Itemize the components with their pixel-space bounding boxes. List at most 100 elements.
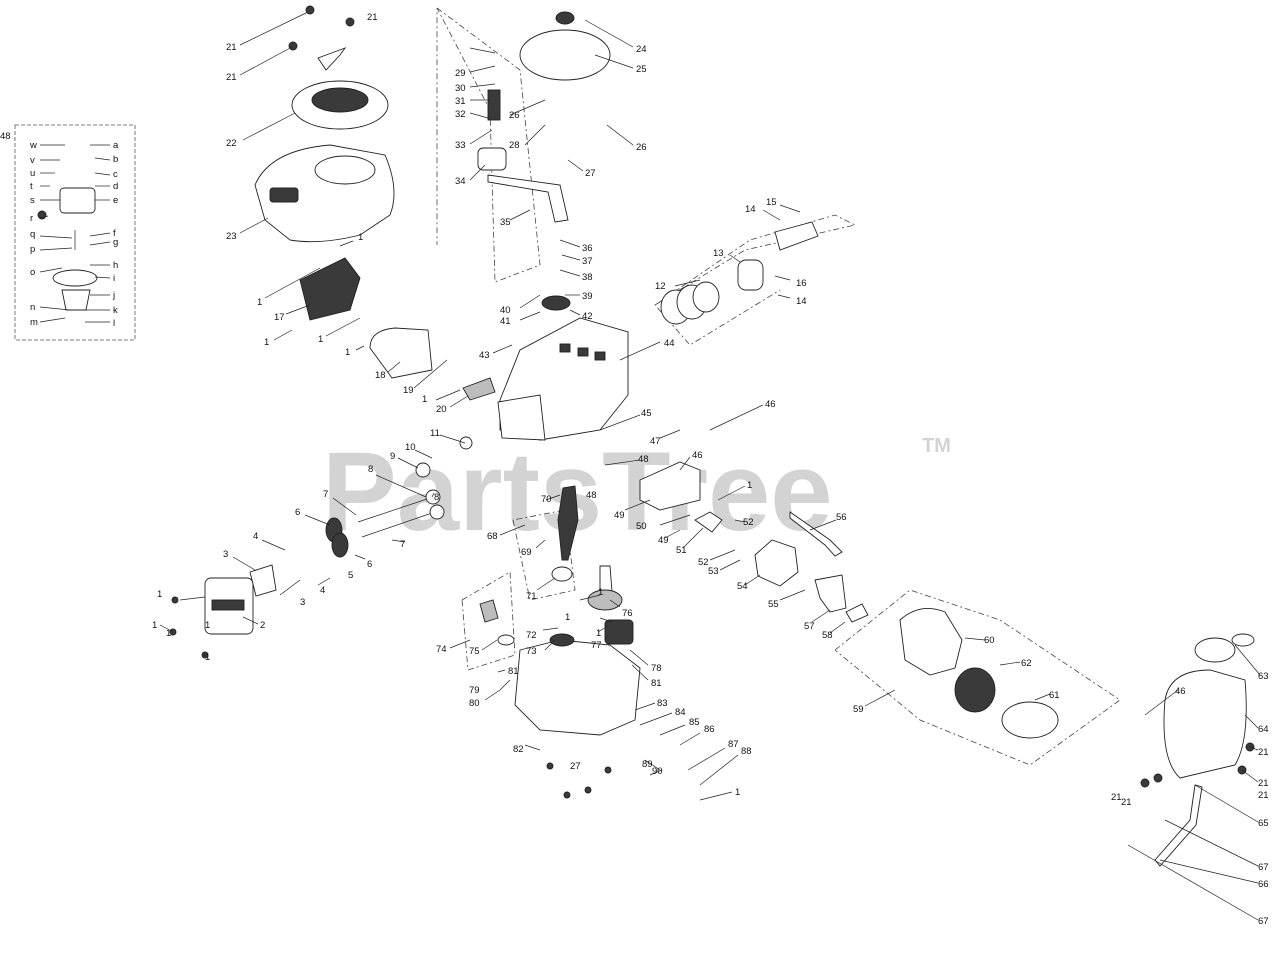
- valve-stem-1: [357, 497, 431, 523]
- callout-label: n: [30, 302, 35, 313]
- callout-label: 19: [403, 385, 414, 396]
- callout-label: w: [29, 140, 37, 151]
- callout-label: 67: [1258, 916, 1269, 927]
- oil-fill-plug: [604, 619, 634, 645]
- bolt-13: [584, 786, 592, 794]
- callout-label: 47: [650, 436, 661, 447]
- callout-label: f: [113, 228, 116, 239]
- callout-label: 9: [390, 451, 395, 462]
- callout-label: 1: [318, 334, 323, 345]
- callout-label: 88: [741, 746, 752, 757]
- group-outline-spark: [461, 571, 516, 671]
- callout-label: 15: [766, 197, 777, 208]
- air-shroud: [299, 257, 361, 321]
- callout-label: 26: [509, 110, 520, 121]
- callout-label: 87: [728, 739, 739, 750]
- callout-label: 24: [636, 44, 647, 55]
- callout-label: 1: [166, 628, 171, 639]
- callout-label: 78: [651, 663, 662, 674]
- callout-label: 5: [348, 570, 353, 581]
- callout-label: 77: [591, 640, 602, 651]
- callout-label: 27: [585, 168, 596, 179]
- callout-label: 56: [836, 512, 847, 523]
- callout-label: 26: [636, 142, 647, 153]
- kit-carb-body: [59, 187, 96, 214]
- callout-label: 1: [157, 589, 162, 600]
- bolt-2: [345, 17, 355, 27]
- bolt-12: [563, 791, 571, 799]
- callout-label: r: [30, 213, 33, 224]
- breather-cover: [639, 461, 701, 511]
- callout-label: 52: [698, 557, 709, 568]
- kit-bowl-gasket: [52, 269, 98, 287]
- bolt-8: [171, 596, 179, 604]
- callout-label: t: [30, 181, 33, 192]
- callout-label: 14: [796, 296, 807, 307]
- callout-label: 4: [320, 585, 325, 596]
- group-outline-flywheel: [436, 7, 541, 283]
- crankshaft: [557, 485, 579, 561]
- callout-label: 65: [1258, 818, 1269, 829]
- seal: [541, 295, 571, 311]
- callout-label: 81: [651, 678, 662, 689]
- callout-label: 71: [526, 591, 537, 602]
- coil-bracket: [487, 89, 501, 121]
- bolt-3: [288, 41, 298, 51]
- callout-label: 16: [796, 278, 807, 289]
- callout-label: a: [113, 140, 119, 151]
- callout-label: 7: [323, 489, 328, 500]
- callout-label: 36: [582, 243, 593, 254]
- valve-keeper-1: [415, 462, 431, 478]
- callout-label: 21: [226, 72, 237, 83]
- callout-label: 44: [664, 338, 675, 349]
- callout-label: 49: [614, 510, 625, 521]
- callout-label: 46: [1175, 686, 1186, 697]
- callout-label: 49: [658, 535, 669, 546]
- callout-label: 61: [1049, 690, 1060, 701]
- callout-label: 1: [205, 620, 210, 631]
- air-filter-element: [954, 667, 996, 713]
- callout-label: 46: [692, 450, 703, 461]
- callout-label: 48: [638, 454, 649, 465]
- sump-seal: [549, 633, 575, 647]
- piston: [737, 259, 764, 291]
- callout-label: 41: [500, 316, 511, 327]
- callout-label: 29: [455, 68, 466, 79]
- bolt-14: [604, 766, 612, 774]
- callout-label: 64: [1258, 724, 1269, 735]
- bolt-7: [1140, 778, 1150, 788]
- callout-label: 1: [358, 232, 363, 243]
- callout-label: 67: [1258, 862, 1269, 873]
- blower-badge: [269, 187, 299, 203]
- callout-label: p: [30, 244, 35, 255]
- callout-label: 1: [205, 652, 210, 663]
- callout-label: 42: [582, 311, 593, 322]
- group-outline-crank: [512, 509, 576, 601]
- callout-label: 4: [253, 531, 258, 542]
- callout-label: 21: [1121, 797, 1132, 808]
- watermark-text: PartsTree: [322, 429, 833, 554]
- air-filter-housing: [899, 607, 963, 676]
- callout-label: 14: [745, 204, 756, 215]
- callout-label: 1: [345, 347, 350, 358]
- callout-label: 1: [257, 297, 262, 308]
- callout-label: 52: [743, 517, 754, 528]
- callout-label: 57: [804, 621, 815, 632]
- blower-intake: [314, 155, 376, 185]
- kit-float-bowl: [61, 289, 91, 311]
- callout-label: v: [30, 155, 35, 166]
- callout-label: 1: [735, 787, 740, 798]
- bolt-1: [305, 5, 315, 15]
- callout-label: 27: [570, 761, 581, 772]
- callout-label: 7: [400, 539, 405, 550]
- fuel-line: [1154, 784, 1203, 867]
- callout-label: 70: [541, 494, 552, 505]
- callout-label: 73: [526, 646, 537, 657]
- callout-label: 1: [747, 480, 752, 491]
- callout-label: 35: [500, 217, 511, 228]
- callout-label: 63: [1258, 671, 1269, 682]
- callout-label: 79: [469, 685, 480, 696]
- callout-label: 21: [1258, 790, 1269, 801]
- callout-label: 11: [430, 428, 440, 439]
